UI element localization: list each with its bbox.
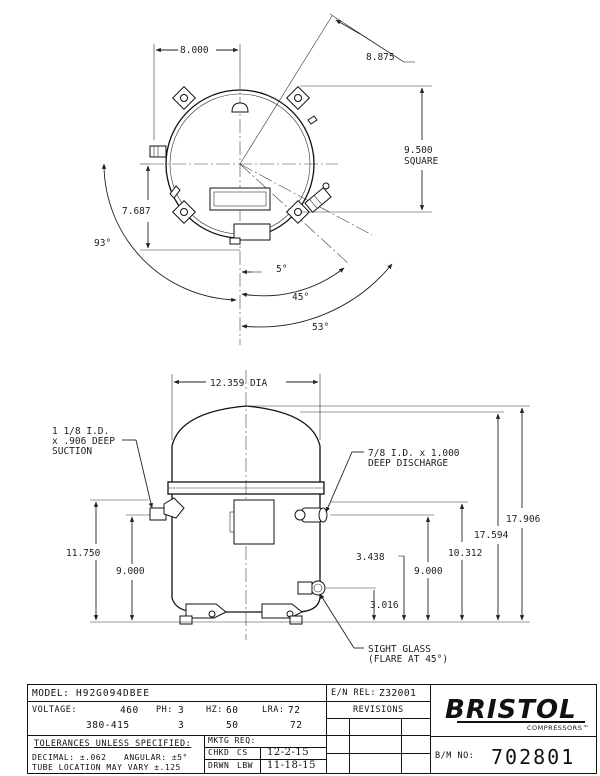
dim-8000: 8.000 [180, 45, 209, 56]
ph-1: 3 [178, 705, 185, 716]
model-row: MODEL: H92G094DBEE [28, 685, 326, 702]
divider [260, 748, 261, 773]
angle-93: 93° [94, 238, 111, 249]
tube-text: TUBE LOCATION MAY VARY ±.125 [32, 763, 181, 772]
dim-10312: 10.312 [448, 548, 482, 559]
suction-note-2: x .906 DEEP [52, 436, 115, 447]
dim-9000-left: 9.000 [116, 566, 145, 577]
top-view: 8.000 8.875 9.500 SQUARE 7.687 93° 5° 45… [94, 13, 439, 345]
angle-53: 53° [312, 322, 329, 333]
voltage-2: 380-415 [86, 720, 130, 731]
discharge-note-2: DEEP DISCHARGE [368, 458, 448, 469]
sight-glass-note-1: SIGHT GLASS [368, 644, 431, 655]
lra-label: LRA: [262, 705, 285, 715]
bm-no-area: B/M NO: 702801 [430, 736, 596, 773]
chkd-label: CHKD [208, 748, 230, 757]
tolerances-block: TOLERANCES UNLESS SPECIFIED: DECIMAL: ±.… [28, 736, 204, 773]
discharge-note-1: 7/8 I.D. x 1.000 [368, 448, 460, 459]
hz-label: HZ: [206, 705, 223, 715]
angle-5: 5° [276, 264, 287, 275]
dim-3016: 3.016 [370, 600, 399, 611]
suction-note-3: SUCTION [52, 446, 92, 457]
dim-square-label: SQUARE [404, 156, 439, 167]
dim-7687: 7.687 [122, 206, 151, 217]
lra-2: 72 [290, 720, 303, 731]
angle-45: 45° [292, 292, 309, 303]
dim-17906: 17.906 [506, 514, 541, 525]
suction-note-1: 1 1/8 I.D. [52, 426, 109, 437]
revisions-label: REVISIONS [353, 705, 404, 715]
dim-8875: 8.875 [366, 52, 395, 63]
decimal-text: DECIMAL: ±.062 [32, 753, 107, 762]
dim-11750: 11.750 [66, 548, 101, 559]
model-value: H92G094DBEE [76, 688, 150, 699]
voltage-1: 460 [120, 705, 139, 716]
dim-9000-right: 9.000 [414, 566, 443, 577]
revisions-grid [326, 719, 431, 773]
electrical-rows: VOLTAGE: 460 380-415 PH: 3 3 HZ: 60 50 L… [28, 702, 326, 736]
mktg-req-row: MKTG REQ: [204, 736, 326, 748]
tolerances-label: TOLERANCES UNLESS SPECIFIED: [34, 739, 192, 749]
hz-1: 60 [226, 705, 239, 716]
ph-label: PH: [156, 705, 173, 715]
en-rel-row: E/N REL: Z32001 [326, 685, 430, 702]
chkd-row: CHKD CS 12-2-15 [204, 747, 326, 760]
drwn-row: DRWN LBW 11-18-15 [204, 760, 326, 773]
revisions-header: REVISIONS [326, 702, 430, 719]
drwn-date: 11-18-15 [267, 760, 316, 771]
sight-glass-note-2: (FLARE AT 45°) [368, 654, 448, 665]
en-rel-label: E/N REL: [331, 688, 376, 698]
angular-text: ANGULAR: ±5° [124, 753, 188, 762]
lra-1: 72 [288, 705, 301, 716]
voltage-label: VOLTAGE: [32, 705, 77, 715]
brand-subtitle: COMPRESSORS™ [527, 724, 590, 732]
model-label: MODEL: [32, 688, 70, 699]
title-block: MODEL: H92G094DBEE VOLTAGE: 460 380-415 … [27, 684, 597, 774]
bm-no-label: B/M NO: [435, 751, 475, 761]
brand-logo: BRISTOL [445, 695, 577, 725]
side-view: 12.359 DIA 1 1/8 I.D. x .906 DEEP SUCTIO… [52, 370, 541, 665]
hz-2: 50 [226, 720, 239, 731]
chkd-initials: CS [237, 748, 248, 757]
dim-9500: 9.500 [404, 145, 433, 156]
ph-2: 3 [178, 720, 185, 731]
bm-no-value: 702801 [491, 745, 576, 769]
brand-area: BRISTOL COMPRESSORS™ [430, 685, 596, 736]
drwn-initials: LBW [237, 761, 253, 770]
dim-3438: 3.438 [356, 552, 385, 563]
chkd-date: 12-2-15 [267, 747, 310, 758]
drwn-label: DRWN [208, 761, 230, 770]
mktg-req-label: MKTG REQ: [208, 736, 256, 745]
en-rel-value: Z32001 [379, 688, 417, 699]
dim-17594: 17.594 [474, 530, 509, 541]
dim-12359-dia: 12.359 DIA [210, 378, 267, 389]
